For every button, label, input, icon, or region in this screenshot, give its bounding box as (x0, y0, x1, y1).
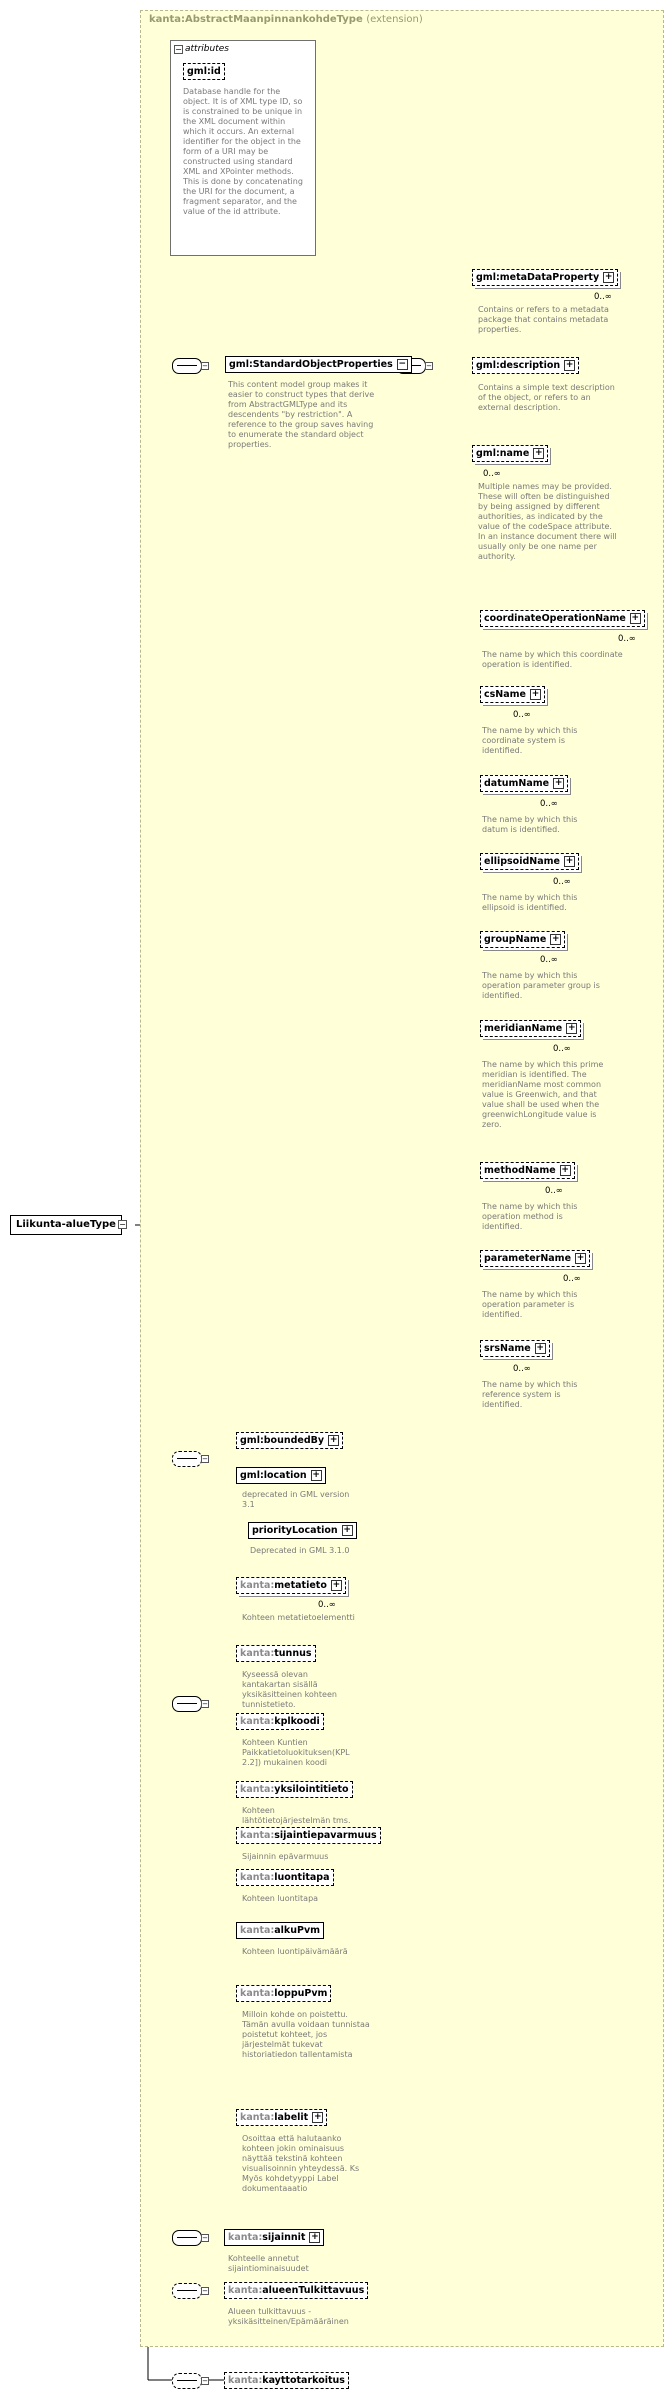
expand-icon[interactable]: + (330, 1580, 342, 1591)
expand-icon[interactable]: + (530, 689, 541, 700)
kanta-alueentulkittavuus-description: Alueen tulkittavuus - yksikäsitteinen/Ep… (228, 2307, 349, 2326)
srs-name-description: The name by which this reference system … (482, 1380, 578, 1409)
gml-description-element[interactable]: gml:description+ (472, 357, 580, 374)
cardinality: 0..∞ (563, 1274, 581, 1284)
sequence-compositor[interactable]: − (172, 2283, 209, 2299)
kanta-loppupvm-element[interactable]: kanta:loppuPvm (236, 1985, 332, 2002)
kanta-loppupvm-description: Milloin kohde on poistettu. Tämän avulla… (242, 2010, 370, 2059)
kanta-tunnus-description: Kyseessä olevan kantakartan sisällä yksi… (242, 1670, 337, 1709)
root-element[interactable]: Liikunta-alueType (10, 1215, 122, 1235)
kanta-yksilointitieto-element[interactable]: kanta:yksilointitieto (236, 1781, 353, 1798)
cardinality: 0..∞ (540, 799, 558, 809)
gml-description-description: Contains a simple text description of th… (478, 383, 615, 412)
collapse-attributes-toggle[interactable]: − (174, 45, 183, 54)
expand-icon[interactable]: − (396, 359, 408, 370)
expand-icon[interactable]: + (564, 360, 576, 371)
meridian-name-element[interactable]: meridianName+ (480, 1020, 582, 1037)
group-description: This content model group makes it easier… (228, 380, 375, 449)
expand-icon[interactable]: + (341, 1525, 353, 1536)
meridian-name-description: The name by which this prime meridian is… (482, 1060, 604, 1129)
gml-name-description: Multiple names may be provided. These wi… (478, 482, 617, 561)
priority-location-element[interactable]: priorityLocation+ (248, 1522, 357, 1539)
kanta-sijainnit-element[interactable]: kanta:sijainnit+ (224, 2229, 325, 2246)
cardinality: 0..∞ (540, 955, 558, 965)
choice-compositor[interactable]: − (172, 1451, 209, 1467)
cs-name-element[interactable]: csName+ (480, 686, 545, 703)
expand-icon[interactable]: + (533, 448, 545, 459)
kanta-kplkoodi-element[interactable]: kanta:kplkoodi (236, 1713, 324, 1730)
cardinality: 0..∞ (545, 1186, 563, 1196)
expand-icon[interactable]: + (566, 1023, 578, 1034)
attributes-panel: − attributes gml:id Database handle for … (170, 40, 316, 256)
root-collapse-toggle[interactable]: − (118, 1220, 127, 1229)
gml-location-element[interactable]: gml:location+ (236, 1467, 326, 1484)
gml-boundedby-element[interactable]: gml:boundedBy+ (236, 1432, 344, 1449)
ellipsoid-name-element[interactable]: ellipsoidName+ (480, 853, 579, 870)
gml-name-cardinality: 0..∞ (483, 469, 501, 479)
kanta-tunnus-element[interactable]: kanta:tunnus (236, 1645, 316, 1662)
kanta-luontitapa-element[interactable]: kanta:luontitapa (236, 1869, 334, 1886)
cardinality: 0..∞ (553, 877, 571, 887)
standard-object-properties-group[interactable]: gml:StandardObjectProperties− (225, 356, 412, 373)
gml-name-element[interactable]: gml:name+ (472, 445, 549, 462)
expand-icon[interactable]: + (629, 613, 641, 624)
parameter-name-element[interactable]: parameterName+ (480, 1250, 591, 1267)
expand-icon[interactable]: + (312, 2112, 324, 2123)
metadataproperty-cardinality: 0..∞ (594, 292, 612, 302)
kanta-labelit-element[interactable]: kanta:labelit+ (236, 2109, 328, 2126)
expand-icon[interactable]: + (310, 1470, 322, 1481)
kanta-kplkoodi-description: Kohteen Kuntien Paikkatietoluokituksen(K… (242, 1738, 350, 1767)
extension-panel: kanta:AbstractMaanpinnankohdeType (exten… (140, 10, 664, 2347)
gml-metadataproperty-element[interactable]: gml:metaDataProperty+ (472, 269, 619, 286)
datum-name-element[interactable]: datumName+ (480, 775, 569, 792)
gml-location-description: deprecated in GML version 3.1 (242, 1490, 350, 1509)
sequence-compositor[interactable]: − (172, 1696, 209, 1712)
coordinate-operation-name-element[interactable]: coordinateOperationName+ (480, 610, 645, 627)
group-name-description: The name by which this operation paramet… (482, 971, 600, 1000)
expand-icon[interactable]: + (309, 2232, 321, 2243)
cardinality: 0..∞ (513, 710, 531, 720)
group-name-element[interactable]: groupName+ (480, 931, 566, 948)
gml-id-description: Database handle for the object. It is of… (183, 87, 303, 216)
kanta-sijainnit-description: Kohteelle annetut sijaintiominaisuudet (228, 2254, 309, 2273)
cardinality: 0..∞ (513, 1364, 531, 1374)
cardinality: 0..∞ (318, 1600, 336, 1610)
expand-icon[interactable]: + (328, 1435, 340, 1446)
expand-icon[interactable]: + (553, 778, 565, 789)
kanta-alkupvm-element[interactable]: kanta:alkuPvm (236, 1922, 325, 1939)
gml-id-attribute[interactable]: gml:id (183, 63, 225, 80)
datum-name-description: The name by which this datum is identifi… (482, 815, 578, 834)
priority-location-description: Deprecated in GML 3.1.0 (250, 1546, 350, 1555)
expand-icon[interactable]: + (534, 1343, 546, 1354)
expand-icon[interactable]: + (575, 1253, 587, 1264)
kanta-kayttotarkoitus-element[interactable]: kanta:kayttotarkoitus (224, 2372, 349, 2389)
kanta-sijaintiepavarmuus-description: Sijainnin epävarmuus (242, 1852, 329, 1861)
expand-icon[interactable]: + (603, 272, 615, 283)
kanta-luontitapa-description: Kohteen luontitapa (242, 1894, 319, 1903)
expand-icon[interactable]: + (563, 856, 575, 867)
metadataproperty-description: Contains or refers to a metadata package… (478, 305, 609, 334)
kanta-labelit-description: Osoittaa että halutaanko kohteen jokin o… (242, 2134, 360, 2193)
cardinality: 0..∞ (553, 1044, 571, 1054)
method-name-element[interactable]: methodName+ (480, 1162, 575, 1179)
kanta-alkupvm-description: Kohteen luontipäivämäärä (242, 1947, 348, 1956)
kanta-sijaintiepavarmuus-element[interactable]: kanta:sijaintiepavarmuus (236, 1827, 381, 1844)
sequence-compositor[interactable]: − (172, 2373, 209, 2389)
extension-title: kanta:AbstractMaanpinnankohdeType (exten… (149, 14, 423, 25)
ellipsoid-name-description: The name by which this ellipsoid is iden… (482, 893, 578, 912)
expand-icon[interactable]: + (559, 1165, 571, 1176)
kanta-metatieto-description: Kohteen metatietoelementti (242, 1613, 355, 1622)
cs-name-description: The name by which this coordinate system… (482, 726, 578, 755)
attributes-header: attributes (185, 44, 229, 54)
parameter-name-description: The name by which this operation paramet… (482, 1290, 578, 1319)
coordinate-operation-name-description: The name by which this coordinate operat… (482, 650, 623, 669)
cardinality: 0..∞ (618, 634, 636, 644)
method-name-description: The name by which this operation method … (482, 1202, 578, 1231)
kanta-metatieto-element[interactable]: kanta:metatieto+ (236, 1577, 346, 1594)
sequence-compositor[interactable]: − (172, 358, 209, 374)
srs-name-element[interactable]: srsName+ (480, 1340, 550, 1357)
sequence-compositor[interactable]: − (172, 2230, 209, 2246)
kanta-alueentulkittavuus-element[interactable]: kanta:alueenTulkittavuus (224, 2282, 369, 2299)
expand-icon[interactable]: + (550, 934, 562, 945)
